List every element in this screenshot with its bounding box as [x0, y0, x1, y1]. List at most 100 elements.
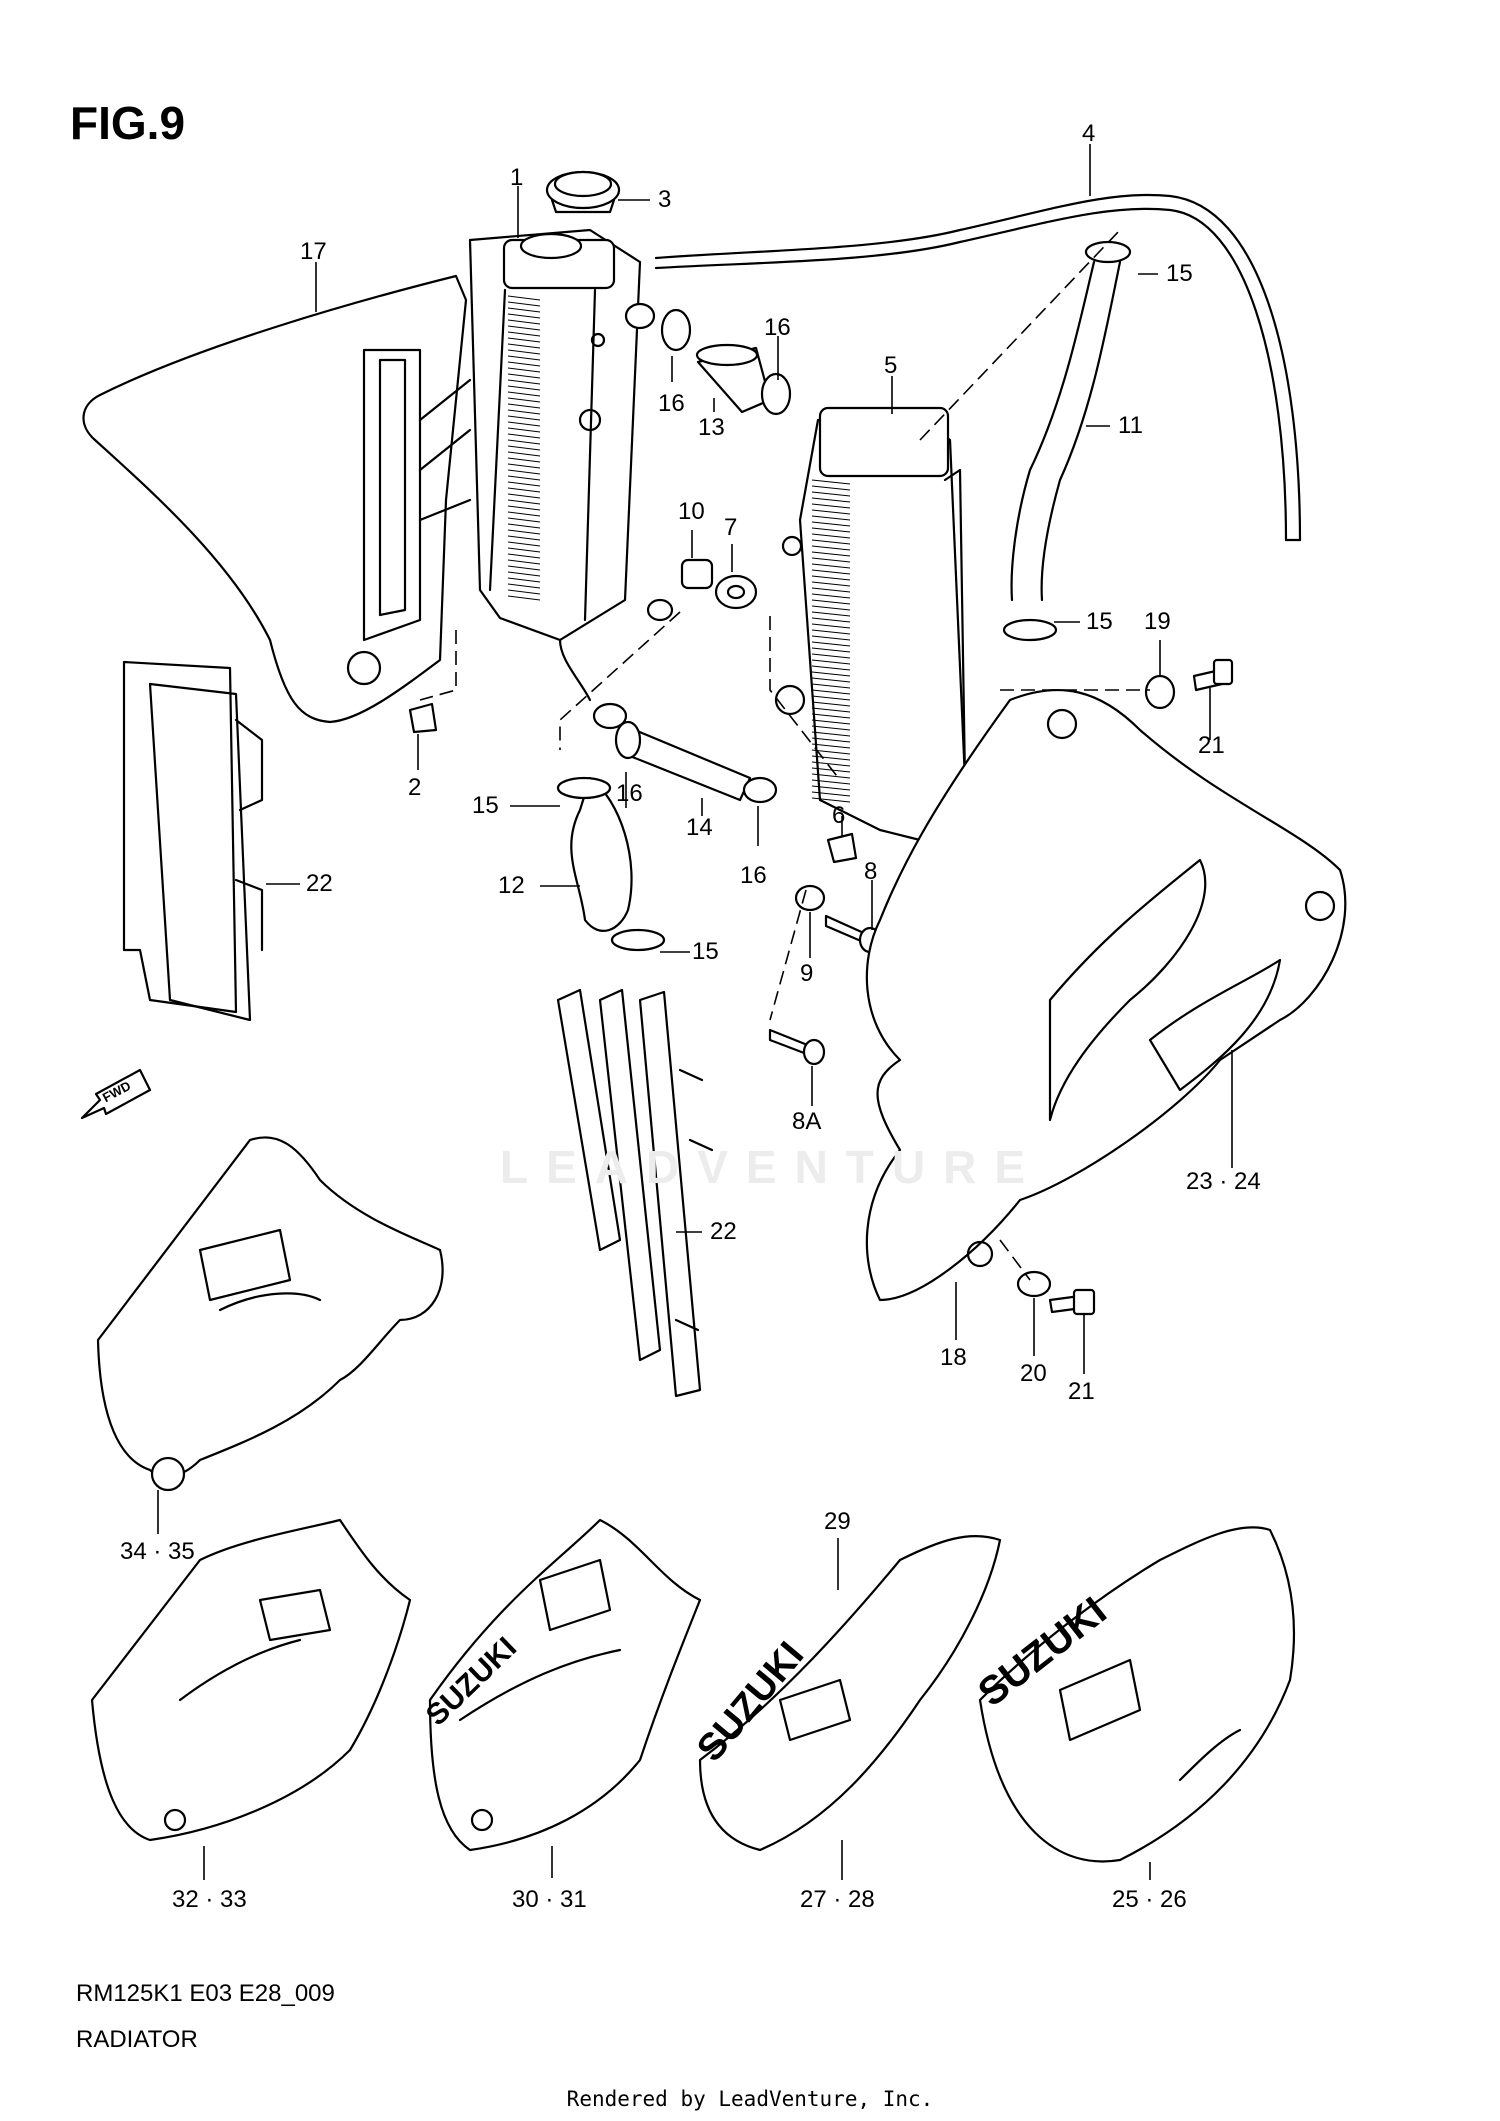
radiator-fin — [507, 403, 541, 409]
part-6-bracket — [826, 832, 858, 864]
figure-title: FIG.9 — [70, 97, 186, 149]
callout-3: 3 — [658, 186, 672, 213]
callout-7: 7 — [724, 514, 738, 541]
radiator-fin — [811, 779, 851, 785]
part-15-clamp-top — [1084, 240, 1132, 264]
radiator-fin — [811, 659, 851, 665]
model-code: RM125K1 E03 E28_009 — [76, 1980, 335, 2007]
radiator-fin — [811, 605, 851, 611]
radiator-fin — [811, 527, 851, 533]
callout-17: 17 — [300, 238, 327, 265]
radiator-fin — [811, 497, 851, 503]
callout-16-upper-left: 16 — [658, 390, 685, 417]
callout-2: 2 — [408, 774, 422, 801]
radiator-fin — [811, 755, 851, 761]
radiator-fin — [811, 569, 851, 575]
radiator-fin — [507, 337, 541, 343]
radiator-fin — [811, 587, 851, 593]
part-4-overflow-hose — [654, 193, 1302, 542]
radiator-fin — [507, 301, 541, 307]
part-9-washer — [794, 884, 826, 912]
part-17-shroud-left — [82, 274, 472, 724]
radiator-fin — [811, 641, 851, 647]
callout-22-center: 22 — [710, 1218, 737, 1245]
radiator-fin — [811, 545, 851, 551]
callout-4: 4 — [1082, 120, 1096, 147]
callout-34-35: 34 · 35 — [120, 1538, 195, 1565]
radiator-fin — [507, 595, 541, 601]
radiator-fin — [507, 571, 541, 577]
radiator-fin — [811, 719, 851, 725]
radiator-fin — [507, 457, 541, 463]
part-21-bolt-lower — [1048, 1288, 1096, 1316]
radiator-fin — [507, 565, 541, 571]
radiator-fin — [811, 785, 851, 791]
diagram-caption: RADIATOR — [76, 2026, 198, 2053]
part-30-31-decal — [428, 1518, 702, 1852]
callout-15-mid: 15 — [1086, 608, 1113, 635]
left-radiator-core — [507, 295, 541, 601]
radiator-fin — [811, 623, 851, 629]
radiator-fin — [811, 737, 851, 743]
radiator-fin — [507, 295, 541, 301]
callout-30-31: 30 · 31 — [512, 1886, 587, 1913]
radiator-fin — [811, 503, 851, 509]
radiator-fin — [811, 749, 851, 755]
right-radiator-core — [811, 479, 851, 803]
callout-5: 5 — [884, 352, 898, 379]
part-13-hose — [695, 343, 772, 414]
radiator-fin — [507, 523, 541, 529]
radiator-fin — [507, 505, 541, 511]
dashed-guide-lines — [419, 229, 1150, 1281]
radiator-fin — [507, 535, 541, 541]
callout-8a: 8A — [792, 1108, 822, 1135]
radiator-fin — [507, 361, 541, 367]
radiator-fin — [507, 379, 541, 385]
radiator-fin — [507, 553, 541, 559]
radiator-fin — [811, 707, 851, 713]
callout-16-upper-right: 16 — [764, 314, 791, 341]
radiator-fin — [507, 421, 541, 427]
callout-1: 1 — [510, 164, 524, 191]
radiator-fin — [811, 701, 851, 707]
radiator-fin — [507, 343, 541, 349]
radiator-fin — [811, 695, 851, 701]
callout-25-26: 25 · 26 — [1112, 1886, 1187, 1913]
leader-lines — [157, 144, 1233, 1880]
callout-15-lower-left: 15 — [472, 792, 499, 819]
callout-21-lower: 21 — [1068, 1378, 1095, 1405]
radiator-fin — [507, 409, 541, 415]
radiator-fin — [811, 557, 851, 563]
part-14-hose — [614, 720, 752, 802]
radiator-fin — [507, 511, 541, 517]
callout-12: 12 — [498, 872, 525, 899]
callout-32-33: 32 · 33 — [172, 1886, 247, 1913]
part-10-bolt — [680, 558, 714, 590]
callout-27-28: 27 · 28 — [800, 1886, 875, 1913]
radiator-fin — [811, 593, 851, 599]
radiator-fin — [507, 451, 541, 457]
radiator-fin — [811, 533, 851, 539]
part-12-elbow-hose — [570, 776, 633, 932]
part-20-washer — [1016, 1270, 1052, 1298]
radiator-fin — [507, 325, 541, 331]
part-3-radiator-cap — [545, 170, 621, 214]
radiator-fin — [811, 515, 851, 521]
radiator-fin — [811, 599, 851, 605]
radiator-fin — [507, 349, 541, 355]
radiator-fin — [507, 319, 541, 325]
callout-15-top: 15 — [1166, 260, 1193, 287]
part-16-clamps-upper — [660, 308, 792, 416]
radiator-fin — [507, 439, 541, 445]
radiator-fin — [507, 427, 541, 433]
radiator-fin — [507, 307, 541, 313]
radiator-fin — [507, 313, 541, 319]
radiator-fin — [507, 559, 541, 565]
radiator-fin — [507, 583, 541, 589]
radiator-fin — [507, 385, 541, 391]
callout-21-upper: 21 — [1198, 732, 1225, 759]
part-25-26-decal — [978, 1526, 1295, 1863]
radiator-fin — [507, 529, 541, 535]
callout-9: 9 — [800, 960, 814, 987]
